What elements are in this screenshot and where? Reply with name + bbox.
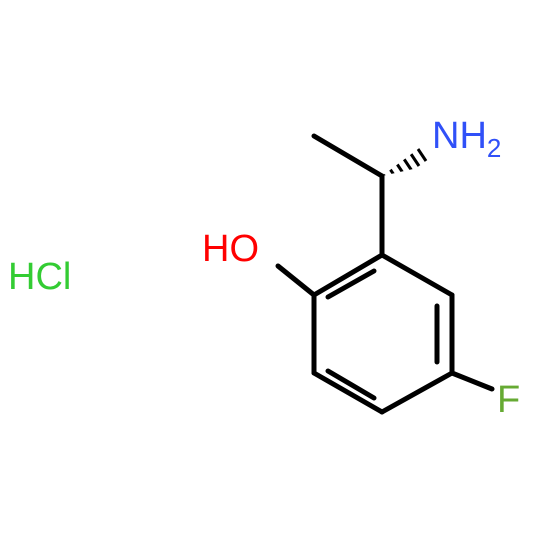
- bond-ring-to-fluorine: [449, 370, 495, 392]
- amine-symbol: NH: [432, 115, 487, 157]
- ring-bond-c4-c5: [311, 370, 385, 415]
- ring-double-bond-inner-3: [325, 268, 377, 300]
- fluorine-label: F: [497, 379, 520, 421]
- ring-bond-c3-c4: [379, 370, 455, 415]
- ring-bond-c1-c2: [379, 252, 455, 298]
- ring-bond-c6-c1: [311, 252, 385, 298]
- amine-label: NH2: [432, 115, 501, 163]
- bond-ring-to-hydroxyl: [275, 263, 317, 298]
- bond-group: [275, 133, 495, 415]
- ring-double-bond-inner-2: [325, 368, 377, 401]
- bond-chiral-carbon-to-methyl: [311, 133, 385, 179]
- hydroxyl-label: HO: [202, 228, 259, 270]
- hcl-label: HCl: [8, 256, 71, 298]
- amine-subscript: 2: [487, 133, 501, 163]
- hashed-wedge-bond: [382, 146, 431, 176]
